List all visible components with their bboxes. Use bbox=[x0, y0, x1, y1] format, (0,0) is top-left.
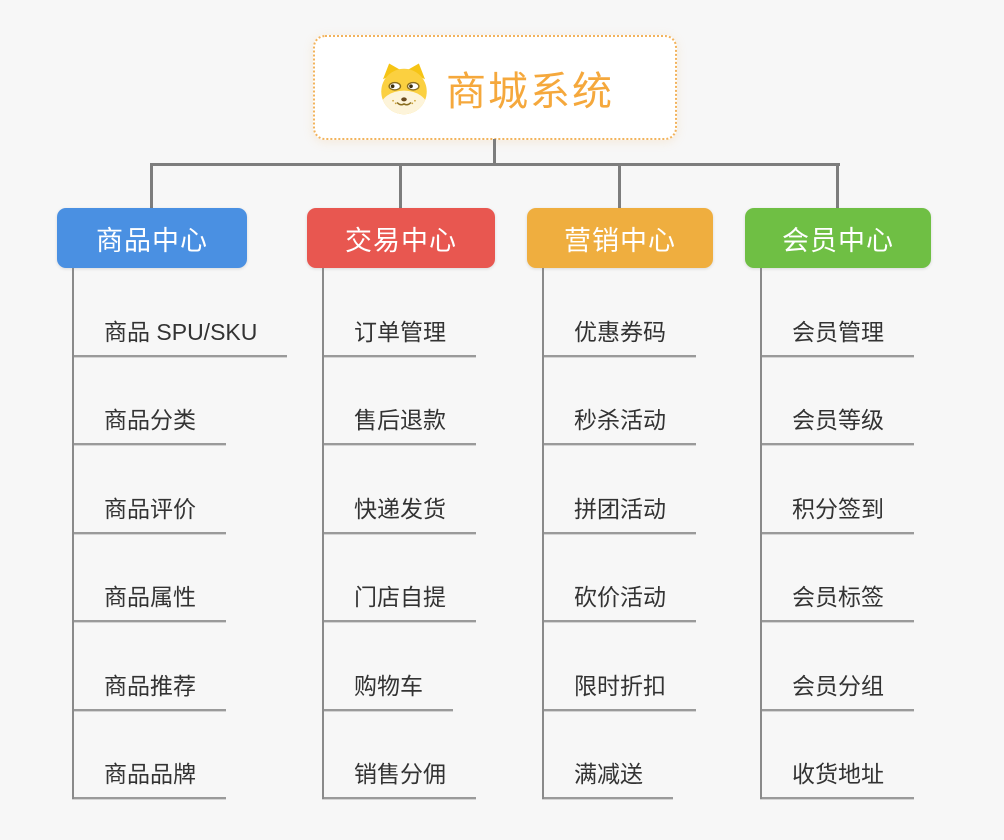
branch-trade-center: 交易中心 订单管理 售后退款 快递发货 门店自提 购物车 销售分佣 bbox=[307, 208, 495, 799]
subtopic-node[interactable]: 优惠券码 bbox=[542, 268, 696, 357]
subtopic-node[interactable]: 砍价活动 bbox=[542, 534, 696, 622]
subtopic-node[interactable]: 限时折扣 bbox=[542, 622, 696, 711]
subtopic-node[interactable]: 会员分组 bbox=[760, 622, 914, 711]
branch-subtopics-product: 商品 SPU/SKU 商品分类 商品评价 商品属性 商品推荐 商品品牌 bbox=[72, 268, 288, 799]
branch-node-product[interactable]: 商品中心 bbox=[57, 208, 247, 268]
subtopic-node[interactable]: 收货地址 bbox=[760, 711, 914, 799]
subtopic-node[interactable]: 会员管理 bbox=[760, 268, 914, 357]
branch-node-marketing[interactable]: 营销中心 bbox=[527, 208, 713, 268]
branch-node-member[interactable]: 会员中心 bbox=[745, 208, 931, 268]
subtopic-node[interactable]: 秒杀活动 bbox=[542, 357, 696, 445]
connector-drop-product bbox=[150, 163, 153, 210]
subtopic-node[interactable]: 门店自提 bbox=[322, 534, 476, 622]
root-node[interactable]: 商城系统 bbox=[313, 35, 677, 140]
subtopic-node[interactable]: 满减送 bbox=[542, 711, 673, 799]
subtopic-node[interactable]: 商品品牌 bbox=[72, 711, 226, 799]
subtopic-node[interactable]: 购物车 bbox=[322, 622, 453, 711]
subtopic-node[interactable]: 商品属性 bbox=[72, 534, 226, 622]
subtopic-node[interactable]: 拼团活动 bbox=[542, 445, 696, 534]
connector-drop-trade bbox=[399, 163, 402, 210]
connector-root-stub bbox=[493, 139, 496, 165]
branch-subtopics-member: 会员管理 会员等级 积分签到 会员标签 会员分组 收货地址 bbox=[760, 268, 914, 799]
branch-member-center: 会员中心 会员管理 会员等级 积分签到 会员标签 会员分组 收货地址 bbox=[745, 208, 931, 799]
connector-horizontal bbox=[150, 163, 840, 166]
subtopic-node[interactable]: 会员等级 bbox=[760, 357, 914, 445]
subtopic-node[interactable]: 商品 SPU/SKU bbox=[72, 268, 288, 357]
branch-marketing-center: 营销中心 优惠券码 秒杀活动 拼团活动 砍价活动 限时折扣 满减送 bbox=[527, 208, 713, 799]
doge-icon bbox=[376, 60, 432, 116]
subtopic-node[interactable]: 快递发货 bbox=[322, 445, 476, 534]
connector-drop-marketing bbox=[618, 163, 621, 210]
branch-subtopics-marketing: 优惠券码 秒杀活动 拼团活动 砍价活动 限时折扣 满减送 bbox=[542, 268, 696, 799]
subtopic-node[interactable]: 订单管理 bbox=[322, 268, 476, 357]
root-title: 商城系统 bbox=[446, 69, 614, 114]
subtopic-node[interactable]: 积分签到 bbox=[760, 445, 914, 534]
subtopic-node[interactable]: 商品推荐 bbox=[72, 622, 226, 711]
subtopic-node[interactable]: 售后退款 bbox=[322, 357, 476, 445]
branch-node-trade[interactable]: 交易中心 bbox=[307, 208, 495, 268]
subtopic-node[interactable]: 商品评价 bbox=[72, 445, 226, 534]
subtopic-node[interactable]: 会员标签 bbox=[760, 534, 914, 622]
branch-subtopics-trade: 订单管理 售后退款 快递发货 门店自提 购物车 销售分佣 bbox=[322, 268, 476, 799]
branch-product-center: 商品中心 商品 SPU/SKU 商品分类 商品评价 商品属性 商品推荐 商品品牌 bbox=[57, 208, 288, 799]
connector-drop-member bbox=[836, 163, 839, 210]
subtopic-node[interactable]: 商品分类 bbox=[72, 357, 226, 445]
subtopic-node[interactable]: 销售分佣 bbox=[322, 711, 476, 799]
